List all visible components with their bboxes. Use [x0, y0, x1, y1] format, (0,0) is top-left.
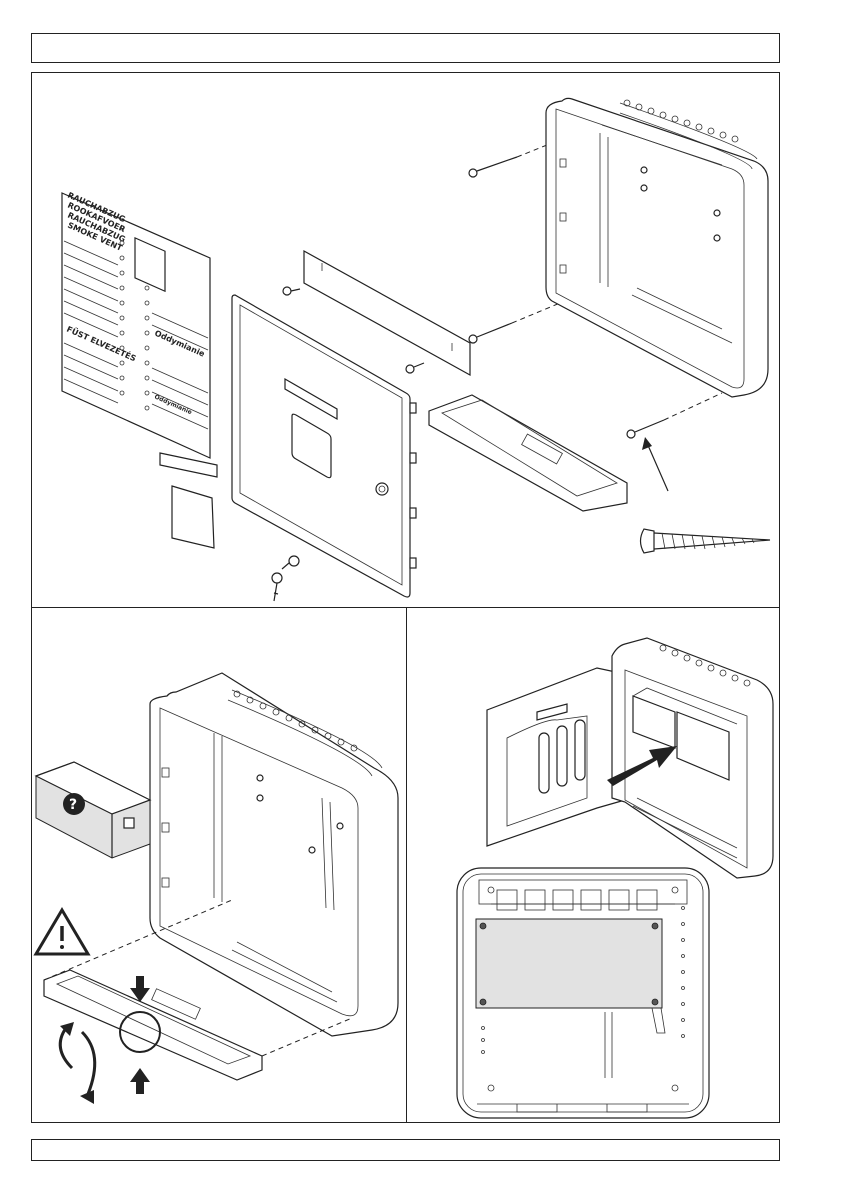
back-box-open — [150, 673, 398, 1036]
label-sheet: RAUCHABZUG ROOKAFVOER RAUCHABZUG SMOKE V… — [62, 191, 210, 458]
bottom-tray — [429, 395, 627, 511]
arrow-up-icon — [130, 1068, 150, 1094]
screw-small-1 — [283, 287, 300, 295]
back-box — [546, 98, 768, 397]
screw-small-2 — [406, 363, 424, 373]
pointer-arrow — [647, 443, 668, 491]
front-view-box — [457, 868, 709, 1118]
long-screw-3 — [627, 393, 722, 438]
svg-text:?: ? — [69, 797, 77, 813]
battery: ? — [36, 762, 150, 858]
exploded-assembly-panel: RAUCHABZUG ROOKAFVOER RAUCHABZUG SMOKE V… — [31, 72, 780, 608]
pcb-board — [476, 919, 662, 1008]
rotate-icon — [60, 1022, 95, 1104]
exploded-assembly-drawing: RAUCHABZUG ROOKAFVOER RAUCHABZUG SMOKE V… — [32, 73, 781, 609]
battery-and-tray-panel: ? — [31, 607, 407, 1123]
header-bar — [31, 33, 780, 63]
bottom-tray-detail — [44, 970, 262, 1080]
footer-bar — [31, 1139, 780, 1161]
battery-tray-drawing: ? — [32, 608, 408, 1124]
pcb-install-panel — [406, 607, 780, 1123]
pcb-install-drawing — [407, 608, 781, 1124]
cover-plate — [172, 486, 214, 548]
front-door — [232, 295, 416, 597]
screw-detail — [641, 529, 771, 553]
warning-icon — [36, 910, 88, 954]
open-door — [487, 668, 625, 846]
back-box-with-pcb — [612, 638, 773, 878]
keys — [272, 556, 299, 601]
